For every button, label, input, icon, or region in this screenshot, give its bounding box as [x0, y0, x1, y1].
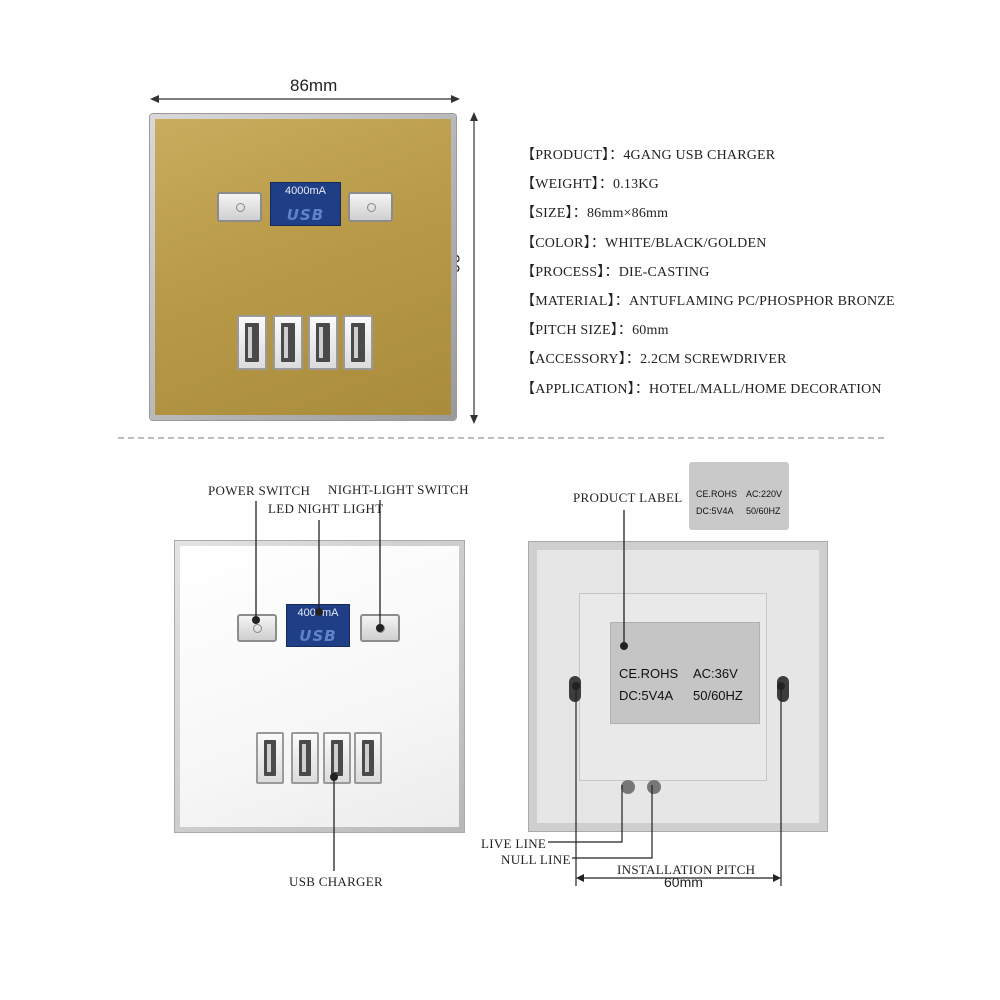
spec-material: 【MATERIAL】：ANTUFLAMING PC/PHOSPHOR BRONZ… [521, 293, 895, 309]
usb-logo-text: USB [286, 206, 325, 224]
night-light-switch-button[interactable] [348, 192, 393, 222]
back-panel-face: CE.ROHS AC:36V DC:5V4A 50/60HZ [537, 550, 819, 823]
spec-product: 【PRODUCT】：4GANG USB CHARGER [521, 148, 776, 163]
night-light-switch-callout: NIGHT-LIGHT SWITCH [328, 482, 469, 497]
spec-pitch-size: 【PITCH SIZE】：60mm [521, 323, 669, 339]
sticker-ac: AC:220V [746, 489, 783, 499]
back-label-dc: DC:5V4A [619, 688, 674, 703]
installation-pitch-callout: INSTALLATION PITCH [617, 862, 756, 877]
white-usb-port-1[interactable] [256, 732, 284, 784]
back-product-label: CE.ROHS AC:36V DC:5V4A 50/60HZ [610, 622, 760, 724]
sticker-freq: 50/60HZ [746, 506, 781, 516]
sticker-dc: DC:5V4A [696, 506, 734, 516]
bulb-icon [366, 203, 376, 212]
section-divider [118, 437, 884, 439]
back-label-ac: AC:36V [693, 666, 738, 681]
led-capacity-text: 4000mA [285, 185, 326, 197]
product-label-sticker: CE.ROHS AC:220V DC:5V4A 50/60HZ [689, 462, 789, 530]
spec-process: 【PROCESS】：DIE-CASTING [521, 264, 710, 280]
spec-application: 【APPLICATION】：HOTEL/MALL/HOME DECORATION [521, 381, 882, 397]
live-terminal-screw [621, 780, 635, 794]
usb-charger-callout: USB CHARGER [289, 874, 383, 889]
power-switch-callout: POWER SWITCH [208, 483, 311, 498]
pitch-dimension-label: 60mm [664, 874, 703, 890]
usb-logo-text: USB [299, 627, 337, 645]
spec-accessory: 【ACCESSORY】：2.2CM SCREWDRIVER [521, 352, 787, 368]
width-dimension-arrow [150, 95, 460, 103]
led-night-light-callout: LED NIGHT LIGHT [268, 501, 384, 516]
power-switch-button[interactable] [217, 192, 262, 222]
live-line-callout: LIVE LINE [481, 836, 547, 851]
null-line-callout: NULL LINE [501, 852, 571, 867]
sticker-cert: CE.ROHS [696, 489, 738, 499]
width-dimension-label: 86mm [290, 76, 338, 95]
usb-port-2[interactable] [273, 315, 303, 370]
golden-panel-face: 4000mA USB [155, 119, 451, 415]
null-terminal-screw [647, 780, 661, 794]
power-icon [253, 624, 262, 633]
height-dimension-arrow [470, 112, 478, 424]
product-label-callout: PRODUCT LABEL [573, 490, 683, 505]
spec-size: 【SIZE】：86mm×86mm [521, 206, 669, 222]
white-usb-port-4[interactable] [354, 732, 382, 784]
back-label-freq: 50/60HZ [693, 688, 743, 703]
usb-port-1[interactable] [237, 315, 267, 370]
spec-color: 【COLOR】：WHITE/BLACK/GOLDEN [521, 235, 767, 251]
back-label-cert: CE.ROHS [619, 666, 679, 681]
spec-weight: 【WEIGHT】：0.13KG [521, 177, 659, 193]
power-icon [235, 203, 245, 212]
white-usb-port-2[interactable] [291, 732, 319, 784]
back-housing: CE.ROHS AC:36V DC:5V4A 50/60HZ [579, 593, 767, 781]
led-night-light: 4000mA USB [270, 182, 341, 226]
usb-port-3[interactable] [308, 315, 338, 370]
spec-list: 【PRODUCT】：4GANG USB CHARGER 【WEIGHT】：0.1… [521, 144, 895, 407]
usb-port-4[interactable] [343, 315, 373, 370]
golden-panel: 4000mA USB [150, 114, 456, 420]
